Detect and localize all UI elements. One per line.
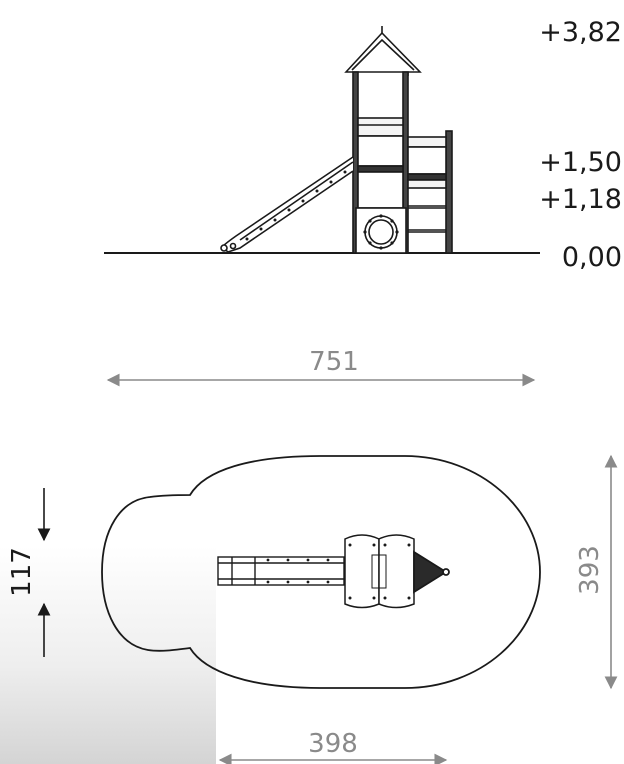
level-label-platform-high: +1,50 <box>539 147 622 178</box>
tower-roof <box>344 26 422 76</box>
shadow-block <box>0 546 216 764</box>
overall-length-label: 751 <box>309 347 359 377</box>
platforms-plan <box>344 534 415 609</box>
slide <box>220 156 354 253</box>
equipment-width-dimension: 117 <box>7 488 51 657</box>
slide-plan <box>217 556 345 586</box>
level-label-ground: 0,00 <box>562 242 622 273</box>
bottom-width-dimension: 398 <box>218 729 448 764</box>
ladder-tower <box>407 130 453 254</box>
roof-plan <box>413 550 450 594</box>
bottom-width-label: 398 <box>308 729 358 759</box>
safety-zone-depth-label: 393 <box>575 545 605 595</box>
elevation-view <box>104 26 540 254</box>
level-label-top: +3,82 <box>539 17 622 48</box>
plan-view <box>101 455 541 689</box>
level-label-platform-low: +1,18 <box>539 184 622 215</box>
safety-zone-depth-dimension: 393 <box>575 454 618 690</box>
overall-length-dimension: 751 <box>106 347 536 387</box>
safety-zone-outline <box>101 455 541 689</box>
porthole-panel <box>363 214 399 250</box>
equipment-width-label: 117 <box>7 547 37 597</box>
